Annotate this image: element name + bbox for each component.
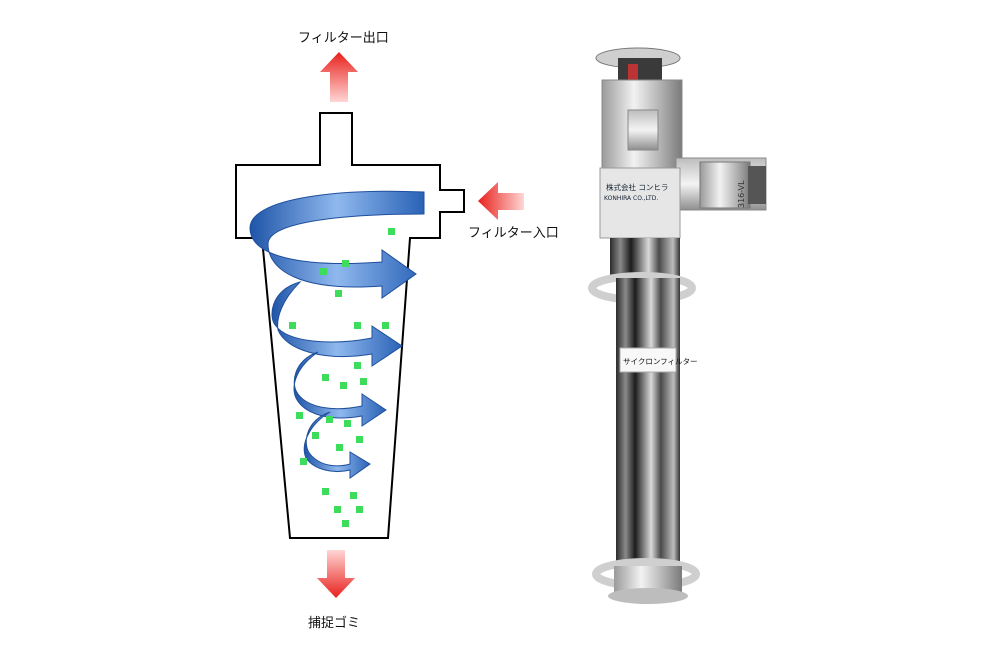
- nameplate-block: [599, 167, 681, 239]
- outlet-label: フィルター出口: [298, 31, 389, 46]
- cyclone-filter-diagram: [235, 52, 524, 598]
- inlet-arrow-left: [478, 182, 524, 220]
- spiral-flow: [249, 190, 425, 479]
- dust-particles: [289, 228, 395, 527]
- dust-arrow-down: [317, 550, 355, 598]
- dust-label: 捕捉ゴミ: [308, 616, 361, 631]
- side-marking: 316-VL: [737, 180, 746, 208]
- nameplate-company: 株式会社 コンヒラ: [606, 182, 668, 192]
- sticker-text: サイクロンフィルター: [623, 357, 697, 366]
- vessel-outline: [235, 112, 465, 539]
- cyclone-filter-photo: 316-VL 株式会社 コンヒラ KONHIRA CO.,LTD. サイクロンフ…: [588, 47, 767, 604]
- nameplate-company-en: KONHIRA CO.,LTD.: [604, 195, 658, 202]
- main-cylinder: [616, 278, 680, 566]
- product-sticker: [619, 347, 677, 373]
- outlet-arrow-up: [320, 52, 358, 102]
- inlet-label: フィルター入口: [468, 226, 559, 241]
